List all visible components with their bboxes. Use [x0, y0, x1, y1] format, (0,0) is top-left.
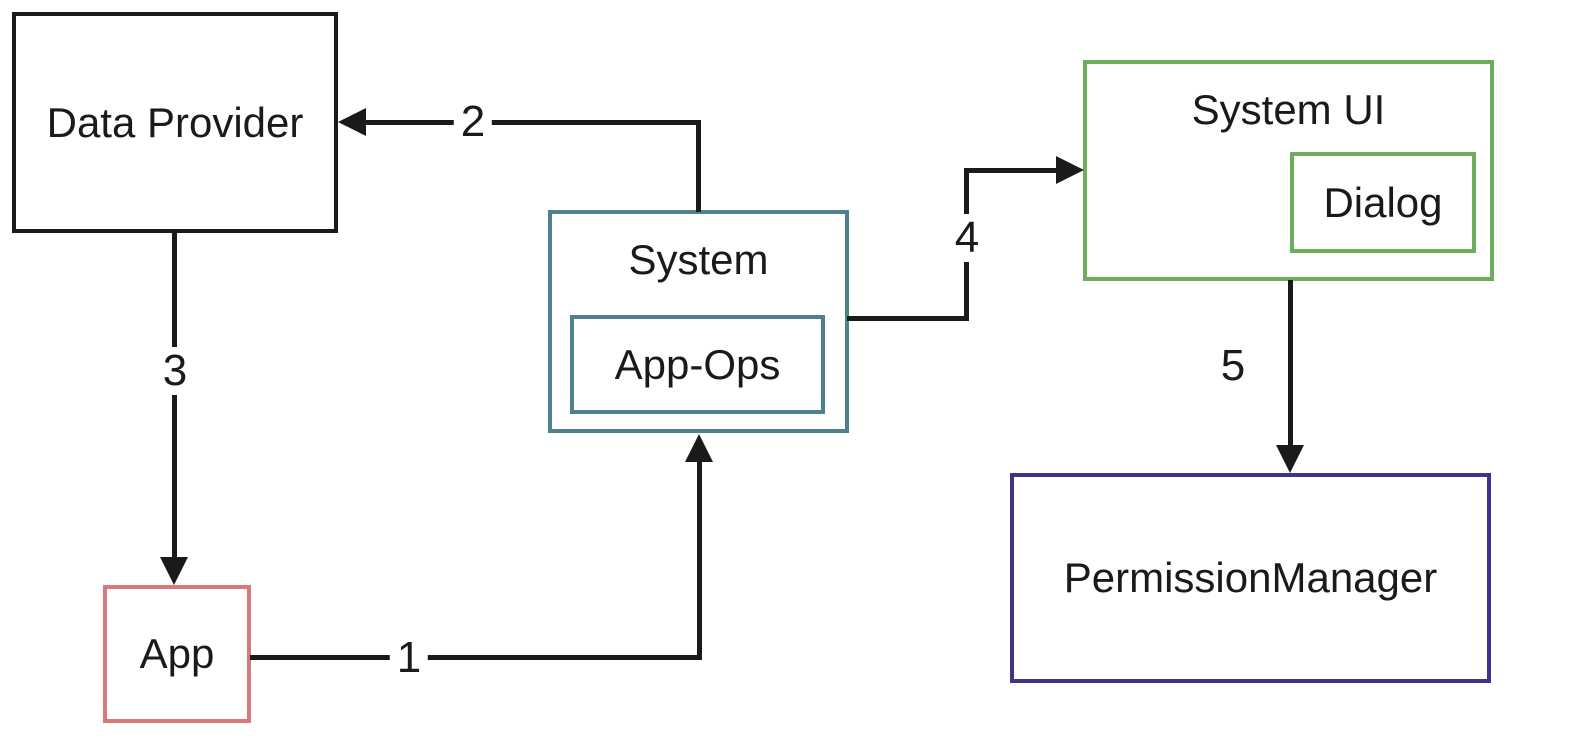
- node-system: System App-Ops: [548, 210, 849, 433]
- node-permission-manager-label: PermissionManager: [1063, 554, 1438, 601]
- node-permission-manager: PermissionManager: [1010, 473, 1491, 683]
- node-app: App: [103, 585, 251, 723]
- arrow-4-lower-horizontal-segment: [847, 316, 969, 321]
- arrow-2-vertical-segment: [696, 120, 701, 212]
- node-data-provider: Data Provider: [12, 12, 338, 233]
- node-dialog: Dialog: [1290, 152, 1476, 253]
- arrow-1-up-arrowhead-icon: [685, 434, 713, 462]
- arrow-1-vertical-segment: [697, 460, 702, 660]
- arrow-5-down-arrowhead-icon: [1276, 445, 1304, 473]
- arrow-3-vertical-segment: [172, 233, 177, 559]
- node-dialog-label: Dialog: [1323, 178, 1443, 226]
- arrow-2-label: 2: [453, 98, 493, 146]
- arrow-4-upper-horizontal-segment: [964, 168, 1056, 173]
- node-system-ui: System UI Dialog: [1083, 60, 1494, 281]
- node-app-ops: App-Ops: [570, 315, 825, 414]
- arrow-3-down-arrowhead-icon: [160, 557, 188, 585]
- node-app-label: App: [139, 630, 215, 677]
- node-data-provider-label: Data Provider: [46, 98, 304, 146]
- arrow-4-label: 4: [947, 214, 987, 262]
- arrow-5-label: 5: [1213, 342, 1253, 390]
- node-system-label: System: [628, 236, 769, 283]
- arrow-5-vertical-segment: [1288, 280, 1293, 447]
- arrow-2-horizontal-segment: [358, 120, 700, 125]
- arrow-1-label: 1: [389, 634, 429, 682]
- arrow-2-left-arrowhead-icon: [338, 108, 366, 136]
- arrow-4-right-arrowhead-icon: [1056, 156, 1084, 184]
- arrow-1-horizontal-segment: [250, 655, 702, 660]
- node-app-ops-label: App-Ops: [614, 340, 781, 388]
- node-system-ui-label: System UI: [1191, 86, 1386, 133]
- arrow-3-label: 3: [155, 347, 195, 395]
